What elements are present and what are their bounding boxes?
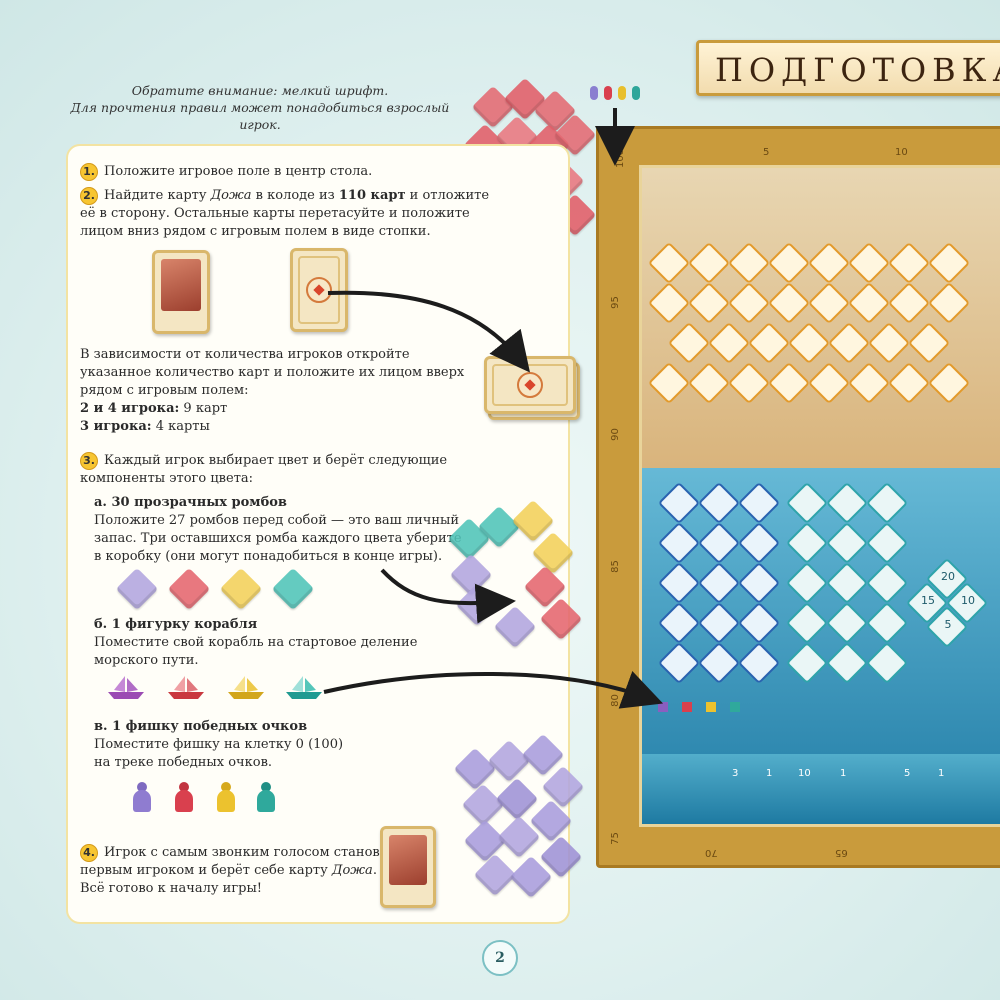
teal-ship-icon [286,676,322,699]
strip-number: 10 [798,768,811,779]
track-number: 90 [609,428,621,441]
purple-pawn-icon [132,782,152,812]
purple-ship-icon [108,676,144,699]
step-2-badge: 2. [80,187,98,205]
notice-line-1: Обратите внимание: мелкий шрифт. [131,83,389,98]
gem [471,85,515,129]
track-number: 70 [705,847,718,858]
step-3-b-title: б. 1 фигурку корабля [94,617,258,632]
compass-icon [306,277,332,303]
compass-icon [517,372,543,398]
step-3-line-1: Каждый игрок выбирает цвет и берёт следу… [104,453,448,468]
red-pawn-icon [174,782,194,812]
step-3-a-line-1: Положите 27 ромбов перед собой — это ваш… [94,513,460,528]
step-4-line-1: Игрок с самым звонким голосом становится [104,845,412,860]
yellow-ship-icon [228,676,264,699]
step-3-a-title: а. 30 прозрачных ромбов [94,495,287,510]
bottom-strip: 3 1 10 1 5 1 [642,754,1000,824]
step-4-line-2: первым игроком и берёт себе карту Дожа. [80,863,377,878]
pawn-icon [618,86,626,100]
page-number: 2 [482,940,518,976]
strip-number: 1 [766,768,773,779]
step-2-three-players: 3 игрока: 4 карты [80,419,210,434]
pawn-icon [632,86,640,100]
doge-card [380,826,436,908]
step-3-c-line-2: на треке победных очков. [94,755,273,770]
step-2-para-2-line-3: рядом с игровым полем: [80,383,249,398]
track-number: 85 [609,560,621,573]
step-2-line-1: Найдите карту Дожа в колоде из 110 карт … [104,188,490,203]
ship-piece [706,702,716,712]
strip-number: 1 [840,768,847,779]
step-3-a-line-3: в коробку (они могут понадобиться в конц… [94,549,443,564]
track-number: 65 [835,847,848,858]
yellow-pawn-icon [216,782,236,812]
step-2-para-2-line-2: указанное количество карт и положите их … [80,365,465,380]
step-1-text: Положите игровое поле в центр стола. [104,164,373,179]
page-title: ПОДГОТОВКА [715,51,1000,89]
step-2-line-3: лицом вниз рядом с игровым полем в виде … [80,224,431,239]
strip-number: 1 [938,768,945,779]
pawn-icon [590,86,598,100]
track-number: 100 [615,148,627,169]
step-1-badge: 1. [80,163,98,181]
step-3-c-line-1: Поместите фишку на клетку 0 (100) [94,737,344,752]
score-value: 10 [961,594,975,607]
step-3-b-line-2: морского пути. [94,653,199,668]
deck-card [290,248,348,332]
ship-piece [682,702,692,712]
pawn-icon [604,86,612,100]
step-3-c-title: в. 1 фишку победных очков [94,719,308,734]
track-number: 95 [609,296,621,309]
score-value: 5 [944,618,952,631]
track-number: 10 [895,147,908,158]
step-2-para-2-line-1: В зависимости от количества игроков откр… [80,347,410,362]
score-value: 20 [941,570,955,583]
draw-pile-card [484,356,576,414]
teal-pawn-icon [256,782,276,812]
score-value: 15 [921,594,935,607]
doge-card [152,250,210,334]
step-3-badge: 3. [80,452,98,470]
step-4-badge: 4. [80,844,98,862]
title-banner: ПОДГОТОВКА [696,40,1000,96]
strip-number: 5 [904,768,911,779]
step-3-line-2: компоненты этого цвета: [80,471,254,486]
small-print-notice: Обратите внимание: мелкий шрифт. Для про… [60,82,460,133]
track-number: 5 [763,147,770,158]
game-board: 100 95 90 85 80 75 5 10 70 65 3 1 10 1 5… [596,126,1000,868]
red-ship-icon [168,676,204,699]
step-3-a-line-2: запас. Три оставшихся ромба каждого цвет… [94,531,462,546]
strip-number: 3 [732,768,739,779]
notice-line-2: Для прочтения правил может понадобиться … [70,100,450,132]
step-2-two-four-players: 2 и 4 игрока: 9 карт [80,401,228,416]
city-area [642,168,1000,468]
step-3-b-line-1: Поместите свой корабль на стартовое деле… [94,635,418,650]
board-map: 3 1 10 1 5 1 [639,165,1000,827]
step-4-line-3: Всё готово к началу игры! [80,881,263,896]
ship-piece [658,702,668,712]
ship-piece [730,702,740,712]
step-2-line-2: её в сторону. Остальные карты перетасуйт… [80,206,470,221]
track-number: 80 [609,694,621,707]
track-number: 75 [609,832,621,845]
